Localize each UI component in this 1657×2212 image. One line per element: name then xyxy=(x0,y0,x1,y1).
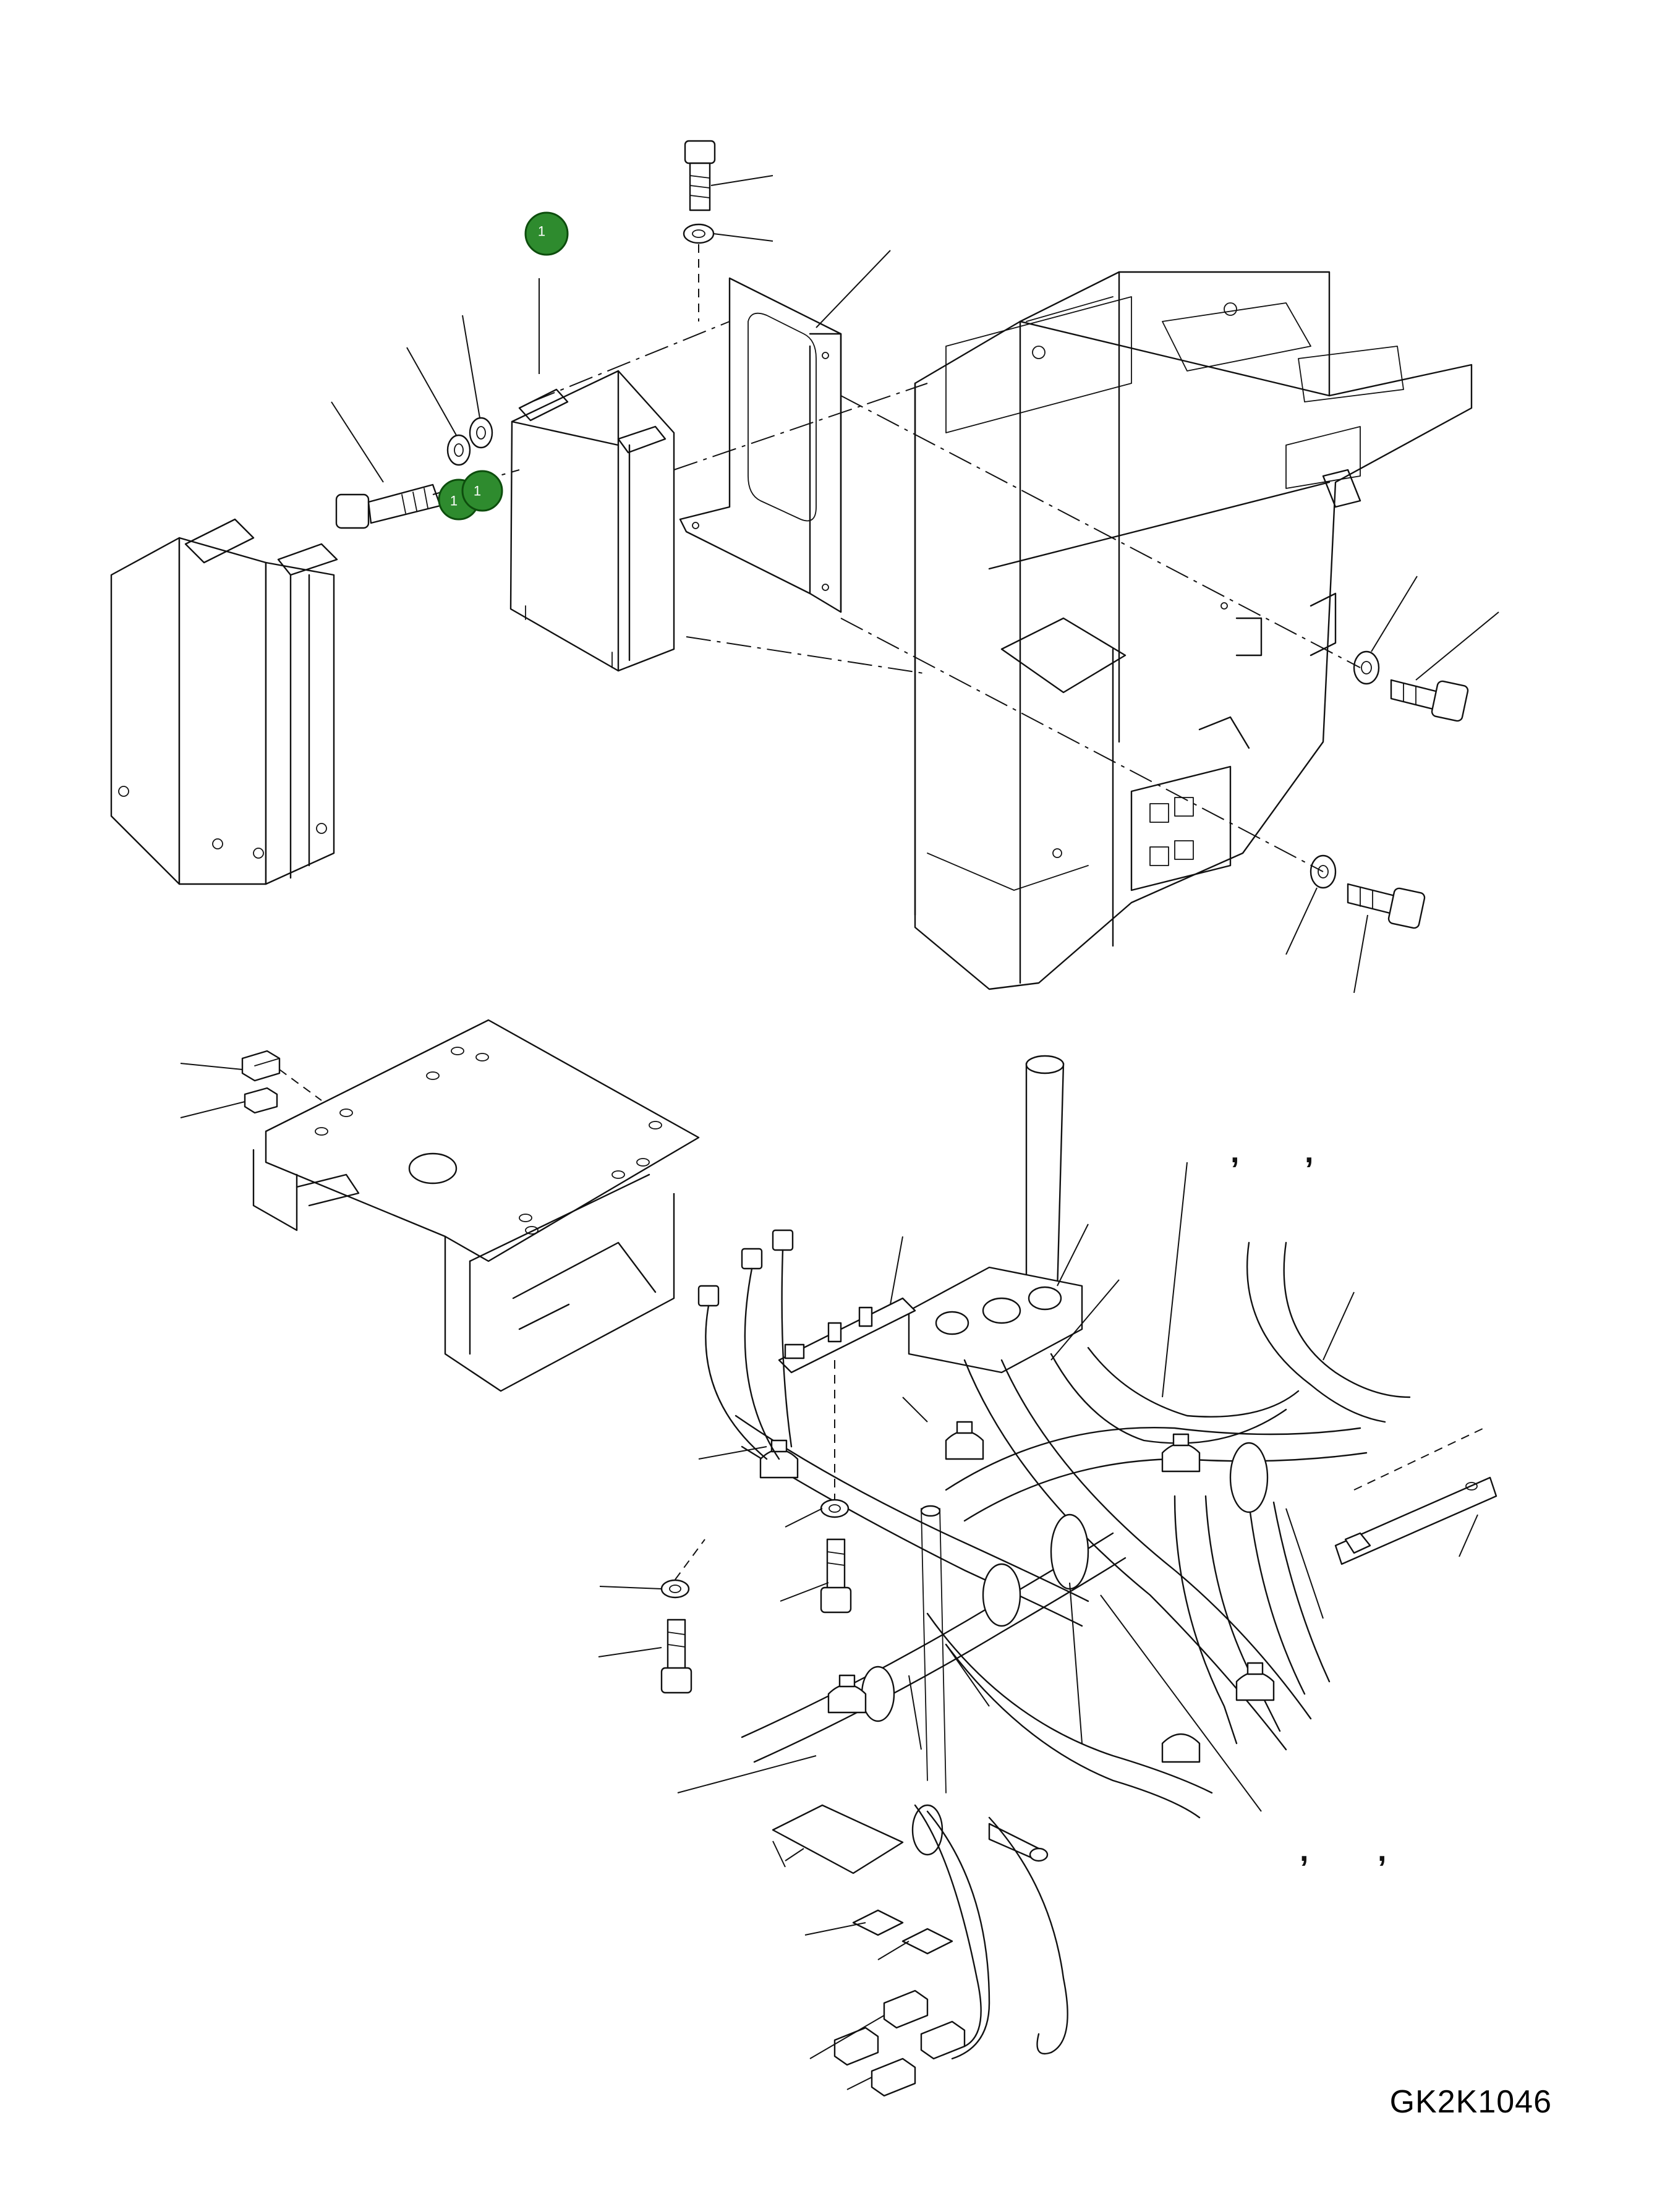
lower-washer-a-part xyxy=(820,1499,850,1518)
saddle-clamp-b-part xyxy=(945,1421,984,1460)
ring-clamp-c-part xyxy=(861,1665,895,1722)
right-upper-bolt-part xyxy=(1390,679,1469,722)
terminal-bar-part xyxy=(778,1297,916,1374)
top-washer-part xyxy=(683,223,715,244)
callout-marker[interactable]: 1 xyxy=(461,470,503,512)
saddle-clamp-f-part xyxy=(1161,1733,1201,1763)
ring-clamp-d-part xyxy=(1229,1442,1269,1513)
plate-plug-a-part xyxy=(241,1050,281,1082)
lower-bolt-b-part xyxy=(660,1619,692,1694)
callout-marker[interactable]: 1 xyxy=(524,211,569,256)
lower-washer-b-part xyxy=(660,1579,690,1599)
plate-plug-b-part xyxy=(244,1087,278,1114)
lower-plug-b-part xyxy=(920,2020,966,2060)
ring-clamp-b-part xyxy=(1050,1513,1089,1590)
control-plate-part xyxy=(252,1019,700,1392)
right-upper-washer-part xyxy=(1353,650,1380,685)
connector-c-part xyxy=(772,1229,794,1251)
small-terminal-a-part xyxy=(852,1909,904,1936)
separator-comma: , xyxy=(1230,1134,1239,1170)
callout-label: 1 xyxy=(538,224,545,239)
right-lower-bolt-part xyxy=(1347,883,1426,929)
drawing-number: GK2K1046 xyxy=(1389,2084,1552,2120)
connector-b-part xyxy=(741,1248,763,1270)
callout-label: 1 xyxy=(474,483,481,499)
saddle-clamp-a-part xyxy=(759,1439,799,1479)
left-bolt-part xyxy=(335,483,441,529)
grommet-pipe-part xyxy=(1025,1055,1065,1293)
left-double-module-part xyxy=(110,518,338,885)
grommet-block-part xyxy=(908,1266,1083,1374)
ring-clamp-e-part xyxy=(911,1804,944,1856)
top-bolt-part xyxy=(684,140,716,211)
cable-bundle-lower xyxy=(741,1505,1213,1819)
lower-plug-d-part xyxy=(871,2057,916,2097)
strap-bracket-part xyxy=(1334,1476,1497,1565)
saddle-clamp-e-part xyxy=(827,1674,867,1714)
lower-bolt-a-part xyxy=(820,1538,852,1614)
left-washer-a-part xyxy=(446,434,471,466)
mounting-bracket-part xyxy=(679,277,842,613)
callout-label: 1 xyxy=(450,493,458,509)
main-frame-part xyxy=(914,271,1473,990)
separator-comma: , xyxy=(1378,1832,1386,1868)
lower-plug-c-part xyxy=(833,2027,879,2066)
lower-plug-a-part xyxy=(883,1989,929,2029)
separator-comma: , xyxy=(1305,1134,1313,1170)
saddle-clamp-c-part xyxy=(1161,1433,1201,1473)
connector-a-part xyxy=(697,1285,720,1307)
separator-comma: , xyxy=(1300,1832,1308,1868)
saddle-clamp-d-part xyxy=(1235,1662,1275,1701)
center-module-part xyxy=(509,370,675,672)
small-terminal-b-part xyxy=(901,1928,953,1955)
left-washer-b-part xyxy=(469,417,493,449)
cable-tag-part xyxy=(772,1804,904,1874)
ring-clamp-a-part xyxy=(982,1563,1021,1627)
